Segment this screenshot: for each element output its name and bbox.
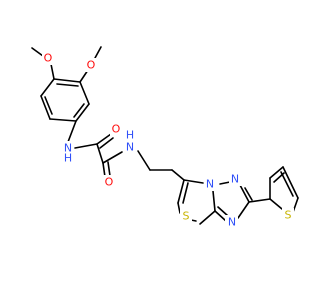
atom-label-hydrogen: H (64, 152, 72, 165)
bond (199, 210, 216, 225)
bond (177, 202, 181, 214)
atom-label-bg (225, 215, 238, 229)
bond (96, 143, 104, 164)
atom-label-nitrogen: N (231, 173, 239, 186)
atom-label-nitrogen: N (228, 216, 236, 229)
bond (102, 162, 106, 178)
atom-label-bg (61, 152, 74, 164)
bond (31, 47, 44, 57)
bond (99, 137, 114, 149)
atom-label-oxygen: O (112, 123, 121, 136)
bond (96, 133, 112, 145)
bond (280, 171, 294, 197)
atom-label-sulfur: S (285, 209, 292, 222)
bond (50, 63, 55, 80)
atom-label-bg (229, 172, 242, 186)
bond (182, 182, 189, 204)
atom-label-bg (42, 51, 54, 65)
bond (102, 151, 123, 164)
bond (107, 161, 111, 177)
bond (40, 95, 51, 120)
bond (282, 166, 299, 199)
bond (40, 78, 55, 97)
atom-label-oxygen: O (87, 59, 96, 72)
bond (79, 81, 90, 105)
atom-label-bg (110, 122, 122, 136)
bond (248, 198, 271, 203)
bond (269, 198, 283, 210)
bond (177, 179, 185, 204)
bond (75, 103, 90, 122)
bond (49, 118, 77, 122)
atom-label-hydrogen: H (126, 129, 134, 142)
bond (94, 46, 102, 59)
bond (74, 143, 98, 149)
bond (219, 181, 231, 185)
bond (269, 166, 284, 179)
bond (53, 78, 81, 83)
atom-label-nitrogen: N (206, 178, 214, 191)
bond-layer (31, 46, 299, 225)
atom-label-bg (123, 140, 136, 154)
molecule-structure-diagram: O O N H O O N H N N N S S (31, 46, 299, 229)
bond (137, 150, 151, 171)
bond (171, 169, 185, 181)
atom-label-bg (204, 177, 217, 191)
atom-label-nitrogen: N (126, 141, 134, 154)
atom-label-oxygen: O (105, 176, 114, 189)
atom-label-bg (123, 130, 136, 141)
bond (217, 206, 229, 217)
bond (214, 210, 227, 222)
atom-label-bg (282, 208, 294, 222)
atom-label-bg (85, 58, 97, 72)
atom-label-oxygen: O (44, 52, 53, 65)
atom-label-sulfur: S (183, 210, 190, 223)
bond (237, 201, 250, 219)
bond (73, 103, 85, 118)
bond (212, 190, 216, 212)
bond (183, 179, 204, 184)
atom-label-layer: O O N H O O N H N N N S S (42, 51, 294, 229)
bond (56, 83, 79, 87)
atom-label-bg (103, 175, 115, 189)
bond (67, 120, 77, 143)
atom-label-nitrogen: N (64, 142, 72, 155)
bond (44, 96, 53, 115)
bond (244, 187, 253, 201)
atom-label-bg (180, 209, 192, 223)
bond (239, 184, 250, 203)
atom-label-bg (61, 141, 74, 155)
